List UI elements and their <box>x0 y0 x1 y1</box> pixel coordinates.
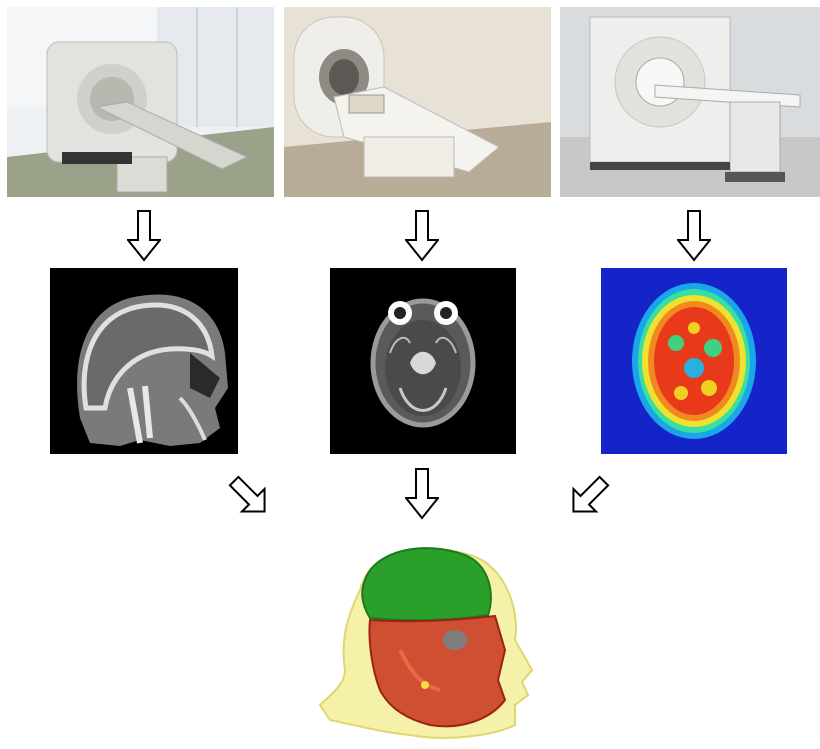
pet-scanner-photo <box>560 7 820 197</box>
ct-sagittal-scan <box>50 268 238 454</box>
arrow-diagonal-down-left-icon <box>565 472 613 520</box>
3d-head-fusion-render <box>300 520 560 748</box>
ct-scanner-photo <box>7 7 274 197</box>
arrow-down-icon <box>405 210 439 262</box>
arrow-diagonal-down-right-icon <box>225 472 273 520</box>
arrow-down-icon <box>405 468 439 520</box>
arrow-down-icon <box>127 210 161 262</box>
pet-axial-heatmap <box>601 268 787 454</box>
arrow-down-icon <box>677 210 711 262</box>
mri-scanner-photo <box>284 7 551 197</box>
mri-axial-scan <box>330 268 516 454</box>
